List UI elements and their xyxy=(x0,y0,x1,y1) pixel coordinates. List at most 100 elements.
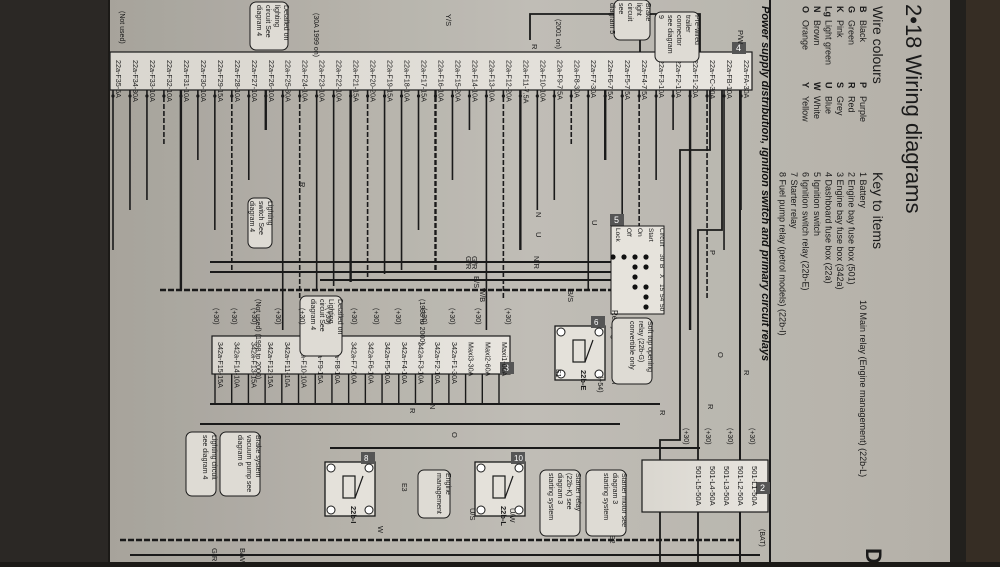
ignition-switch-number: 5 xyxy=(614,215,619,225)
fuse-22a: 22a-FA-30A xyxy=(742,60,751,99)
fusebox-22a-fuses: 22a-FA-30A22a-FB-10A22a-FC-30A22a-F1-20A… xyxy=(111,60,751,104)
wire-label: B/S xyxy=(566,290,575,302)
note-brake-light-line: light xyxy=(635,3,642,16)
fuse-22a: 22a-F18-10A xyxy=(403,60,412,102)
wire-colour-code: G xyxy=(847,6,857,13)
note-e1: E1 xyxy=(554,369,561,378)
fuse-22a-terminal xyxy=(433,94,438,98)
wire-colour-name: Green xyxy=(847,20,857,45)
ign-table-row: On xyxy=(636,228,643,237)
fusebox-342a-number: 3 xyxy=(504,363,509,373)
key-item: 10 Main relay (Engine management) (22b-L… xyxy=(858,300,868,477)
fuse-22a: 22a-FB-10A xyxy=(725,60,734,99)
ign-table-dot xyxy=(643,304,649,310)
fuse-22a: 22a-F31-10A xyxy=(182,60,191,102)
terminal-label: (+30) xyxy=(350,308,357,325)
wire-label: R xyxy=(408,408,417,414)
note-e2: E2 xyxy=(608,535,615,544)
fuse-22a: 22a-F34-30A xyxy=(131,60,140,102)
note-pre-wired-line: connector xyxy=(675,15,682,46)
note-year-2001-line: (2001 on) xyxy=(554,19,561,49)
fuse-342a: 342a-F5-10A xyxy=(383,342,392,384)
wire-label: G/R xyxy=(464,256,473,270)
fuse-22a: 22a-F15-20A xyxy=(453,60,462,102)
ign-table-dot xyxy=(643,284,649,290)
ignition-switch-relay: 6 22b-E xyxy=(554,316,606,390)
fuse-22a: 22a-F4-7.5A xyxy=(640,60,649,100)
note-detailed-lighting-2-line: Detailed on xyxy=(336,299,343,335)
fuse-22a: 22a-F7-30A xyxy=(589,60,598,98)
fuse-22a: 22a-F19-15A xyxy=(386,60,395,102)
wire-label: P/W xyxy=(736,30,745,45)
key-item: 3 Engine bay fuse box (342a) xyxy=(835,172,845,290)
fuse-22a-terminal xyxy=(298,94,302,98)
wire-colour-code: B xyxy=(858,6,868,13)
fuse-22a: 22a-F1-20A xyxy=(691,60,700,98)
fuse-22a: 22a-F25-30A xyxy=(284,60,293,102)
terminal-label: (+54) xyxy=(596,376,603,393)
section-title: Power supply distribution, ignition swit… xyxy=(759,6,771,361)
fuse-22a: 22a-F11-7.5A xyxy=(521,60,530,104)
ign-table-frame xyxy=(610,225,665,315)
note-detailed-lighting-line: circuit See xyxy=(264,5,271,38)
page-header: 2•18 Wiring diagrams D Wire colours Key … xyxy=(759,0,926,564)
ign-table-col: 30 xyxy=(658,254,665,262)
note-brake-light-line: Brake xyxy=(644,3,651,21)
wire-label: U xyxy=(534,232,543,237)
ign-table-dot xyxy=(632,284,638,290)
relay-id: 22b-I xyxy=(349,506,358,524)
wire-label: G/R xyxy=(470,256,479,270)
ign-table-dot xyxy=(632,274,638,280)
relay-id: 22b-L xyxy=(499,506,508,526)
terminal-label: (+30) xyxy=(298,308,305,325)
fuse-501: 501-L4-50A xyxy=(708,466,717,507)
fusebox-22a: 4 22a-FA-30A22a-FB-10A22a-FC-30A22a-F1-2… xyxy=(109,42,753,104)
note-not-used-line: (Not used) xyxy=(118,11,125,44)
wires-22a xyxy=(112,13,760,562)
fuse-22a-terminal xyxy=(365,94,370,98)
fuse-22a: 22a-F14-10A xyxy=(470,60,479,102)
relay-id: 22b-E xyxy=(579,370,588,390)
ign-table-dot xyxy=(643,254,649,260)
page-letter: D xyxy=(861,548,886,562)
fuse-22a: 22a-F29-15A xyxy=(216,60,225,102)
note-year-2001: (2001 on) xyxy=(554,19,561,49)
fuse-22a: 22a-F23-10A xyxy=(318,60,327,102)
terminal-label: (+30) xyxy=(324,308,331,325)
fuse-22a: 22a-F13-10A xyxy=(487,60,496,102)
ign-table-col: B xyxy=(658,264,665,268)
ign-table-dot xyxy=(643,294,649,300)
wire-colour-code: O xyxy=(801,6,811,13)
key-item: 2 Engine bay fuse box (501) xyxy=(847,172,857,285)
note-engine-mgmt-line: Engine xyxy=(444,473,451,495)
fuse-342a: 342a-F1-30A xyxy=(450,342,459,384)
fuse-342a: 342a-F13-15A xyxy=(249,342,258,388)
note-brake-vacuum-line: diagram 6 xyxy=(236,435,243,466)
wire-label: R xyxy=(658,410,667,416)
fuse-501: 501-L5-50A xyxy=(694,466,703,507)
wire-label: R xyxy=(530,44,539,50)
note-e3: E3 xyxy=(400,483,407,492)
note-starter-relay-line: diagram 3 xyxy=(556,473,563,504)
note-lighting-switch-line: Lighting xyxy=(266,201,273,226)
fuse-22a-terminal xyxy=(230,94,234,98)
wire-colour-name: Brown xyxy=(812,20,822,46)
wire-colour-code: Y xyxy=(801,82,811,88)
note-brake-vacuum-line: Brake system xyxy=(254,435,261,478)
wire-label: B/S xyxy=(472,276,481,288)
fusebox-342a-fuses: Maxi1-60AMaxi2-60AMaxi3-30A342a-F1-30A34… xyxy=(214,342,509,404)
fuse-22a: 22a-F24-10A xyxy=(301,60,310,102)
wire-colour-name: White xyxy=(812,96,822,119)
wire-label: N/R xyxy=(532,256,541,270)
relay-number: 6 xyxy=(594,318,599,327)
wire-label: O xyxy=(450,432,459,438)
note-pre-wired-line: trailer xyxy=(684,15,691,33)
fuse-342a: 342a-F10-10A xyxy=(300,342,309,388)
wire-colour-code: K xyxy=(835,6,845,13)
key-item: 8 Fuel pump relay (petrol models) (22b-I… xyxy=(778,172,788,336)
